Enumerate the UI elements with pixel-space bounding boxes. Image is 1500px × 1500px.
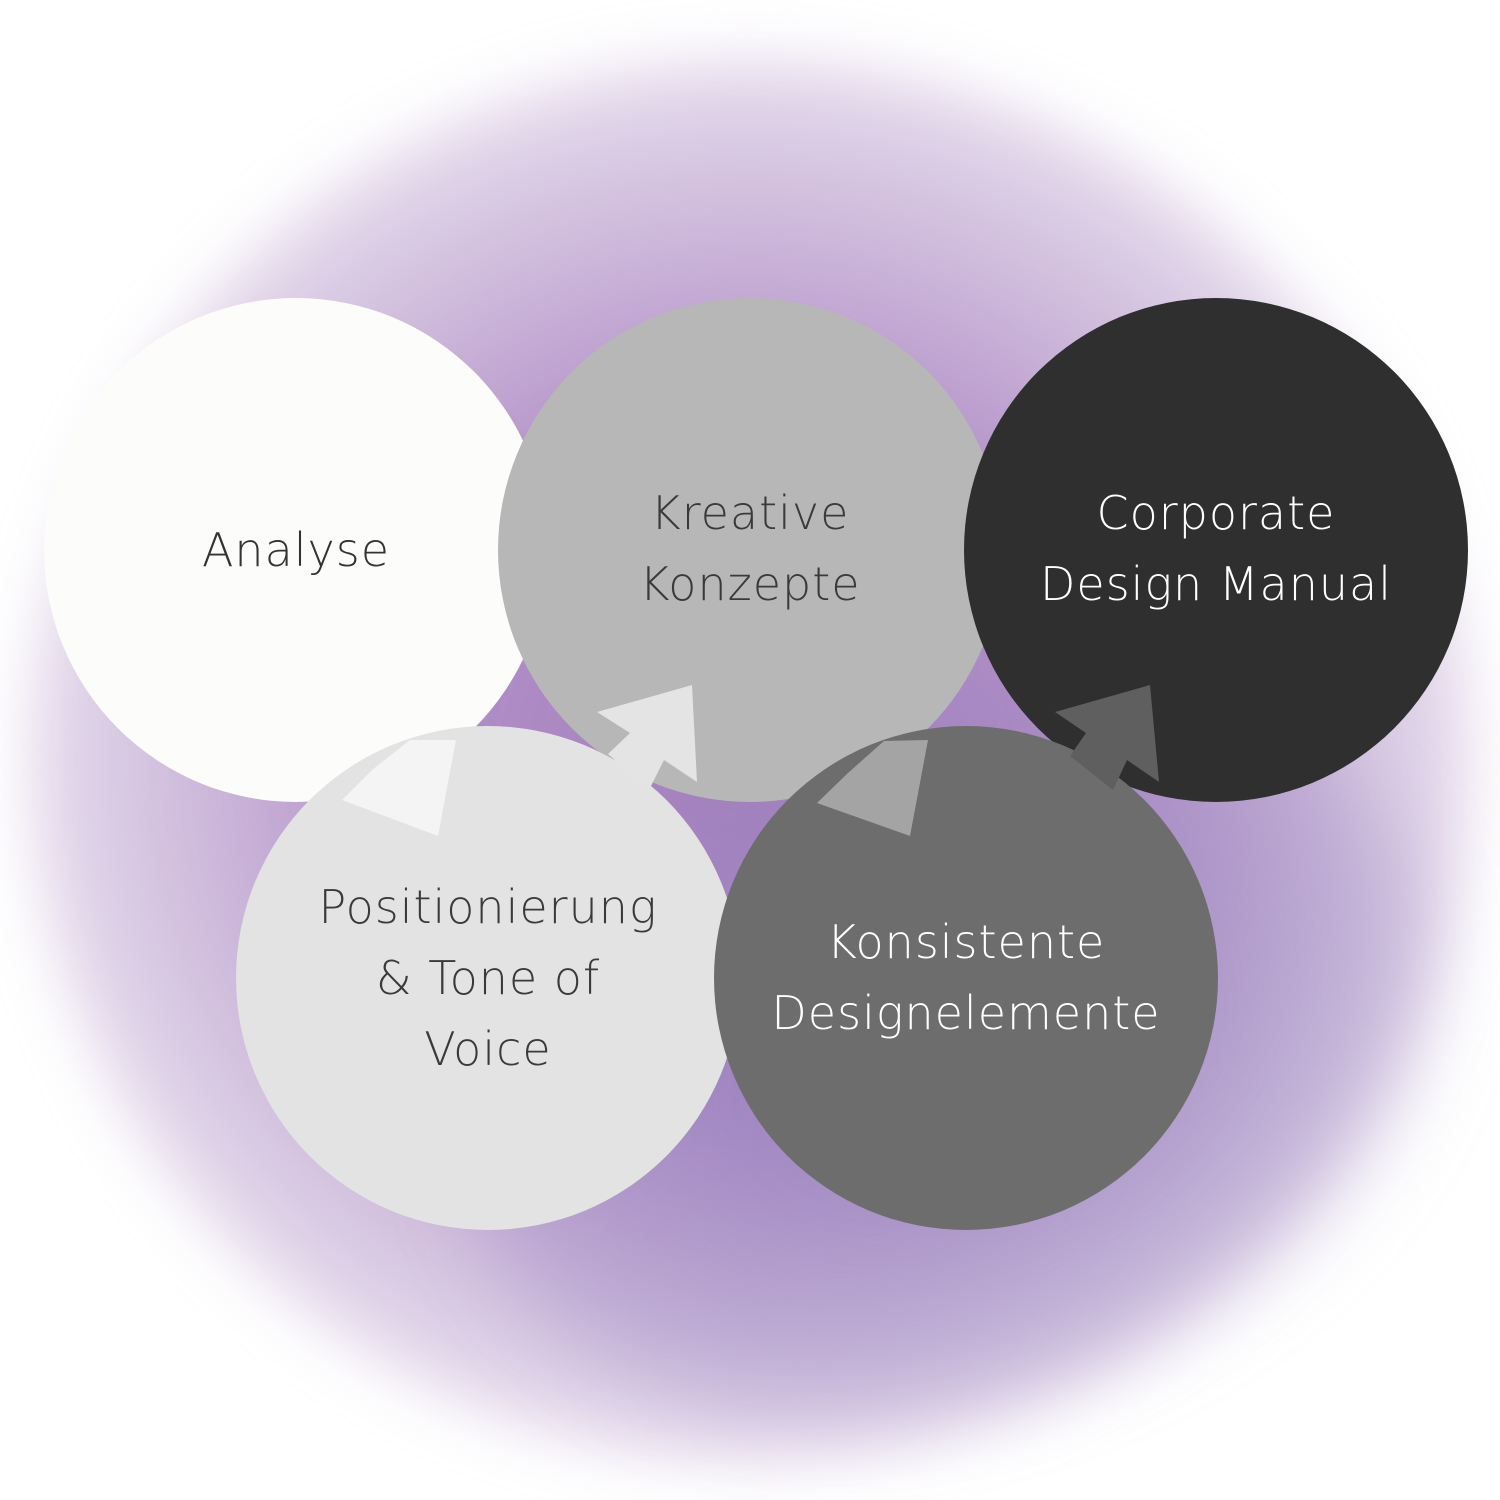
step-kreative-konzepte-circle: Kreative Konzepte xyxy=(498,298,1002,802)
step-corporate-design-manual-circle: Corporate Design Manual xyxy=(964,298,1468,802)
step-positionierung-label: Positionierung & Tone of Voice xyxy=(318,879,658,1076)
step-kreative-konzepte-label: Kreative Konzepte xyxy=(639,486,861,611)
step-konsistente-designelemente-circle: Konsistente Designelemente xyxy=(714,726,1218,1230)
step-analyse-label: Analyse xyxy=(201,522,391,577)
step-positionierung-circle: Positionierung & Tone of Voice xyxy=(236,726,740,1230)
step-analyse-circle: Analyse xyxy=(44,298,548,802)
step-corporate-design-manual-label: Corporate Design Manual xyxy=(1039,486,1392,611)
step-konsistente-designelemente-label: Konsistente Designelemente xyxy=(771,915,1161,1040)
